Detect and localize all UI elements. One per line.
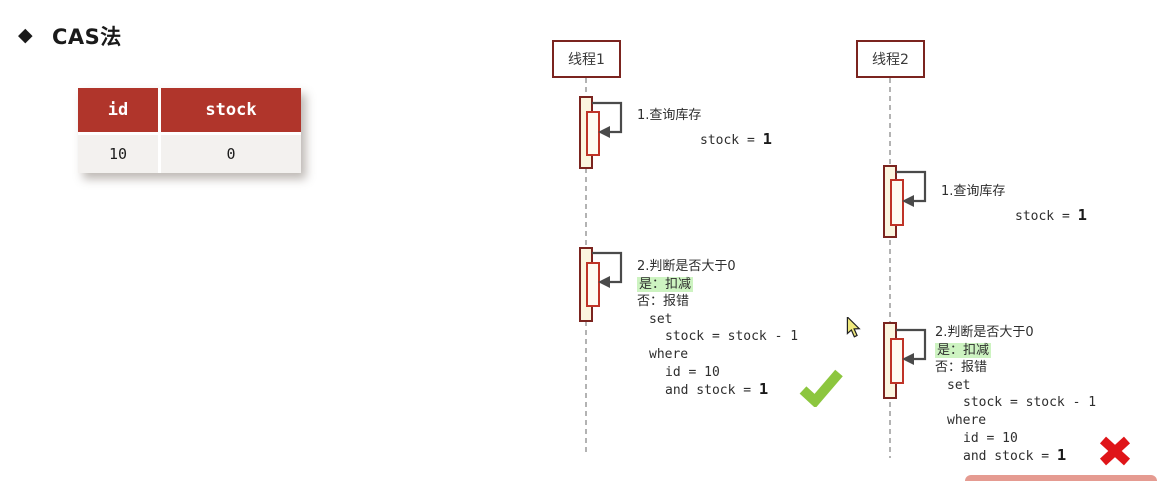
thread1-step1-text: 1.查询库存 stock = 1 bbox=[637, 104, 772, 148]
yes-highlight: 是：扣减 bbox=[637, 276, 694, 292]
thread2-step2-title: 2.判断是否大于0 bbox=[935, 325, 1034, 340]
thread1-activation2-inner bbox=[586, 262, 600, 307]
thread2-step1-code: stock = 1 bbox=[941, 206, 1087, 224]
thread2-step1-text: 1.查询库存 stock = 1 bbox=[941, 180, 1087, 224]
stock-table: id stock 10 0 bbox=[78, 88, 301, 173]
thread2-step1-code-value: 1 bbox=[1077, 206, 1087, 224]
page-title: CAS法 bbox=[52, 25, 122, 49]
failure-cross-icon bbox=[1099, 436, 1131, 466]
thread1-step2-yes: 是：扣减 bbox=[637, 276, 798, 294]
thread1-self-call-arrow-2 bbox=[592, 251, 623, 288]
thread2-activation2-inner bbox=[890, 338, 904, 384]
thread1-step1-code: stock = 1 bbox=[637, 130, 772, 148]
thread1-step1-code-prefix: stock = bbox=[700, 133, 763, 148]
thread1-step1-code-value: 1 bbox=[762, 130, 772, 148]
thread2-step2-text: 2.判断是否大于0 是：扣减 否：报错 set stock = stock - … bbox=[935, 324, 1096, 466]
thread2-sql-stock-cond: and stock = 1 bbox=[935, 446, 1096, 466]
thread2-self-call-arrow-2 bbox=[896, 328, 927, 365]
thread1-sql-id: id = 10 bbox=[665, 364, 720, 380]
thread1-step1-label: 1.查询库存 bbox=[637, 108, 702, 123]
thread1-sql-stock-cond-value: 1 bbox=[758, 380, 769, 399]
thread2-sql-assign: stock = stock - 1 bbox=[963, 395, 1097, 411]
thread2-sql-where: where bbox=[947, 412, 987, 428]
thread1-box: 线程1 bbox=[552, 40, 621, 78]
success-check-icon bbox=[799, 369, 843, 407]
table-header-id: id bbox=[78, 88, 158, 132]
title-diamond-icon: ◆ bbox=[18, 24, 33, 46]
thread2-lifeline bbox=[889, 78, 891, 458]
thread2-sql-id: id = 10 bbox=[963, 430, 1018, 446]
mouse-cursor-icon bbox=[846, 317, 861, 338]
thread1-step2-no: 否：报错 bbox=[637, 294, 690, 310]
thread2-self-call-arrow-1 bbox=[896, 170, 927, 207]
table-cell-id: 10 bbox=[78, 135, 158, 173]
thread1-step2-text: 2.判断是否大于0 是：扣减 否：报错 set stock = stock - … bbox=[637, 258, 798, 400]
thread2-sql-stock-cond-value: 1 bbox=[1056, 446, 1067, 465]
thread2-label: 线程2 bbox=[872, 52, 909, 68]
thread2-sql-stock-cond-prefix: and stock = bbox=[963, 449, 1057, 465]
table-header-stock: stock bbox=[161, 88, 301, 132]
thread1-activation1-inner bbox=[586, 111, 600, 156]
thread2-activation1-inner bbox=[890, 179, 904, 226]
bottom-partial-red-bar bbox=[965, 475, 1157, 481]
table-cell-stock: 0 bbox=[161, 135, 301, 173]
thread2-step1-code-prefix: stock = bbox=[1015, 209, 1078, 224]
thread1-label: 线程1 bbox=[568, 52, 605, 68]
thread2-sql-set: set bbox=[947, 377, 971, 393]
thread1-step2-title: 2.判断是否大于0 bbox=[637, 259, 736, 274]
thread1-sql-assign: stock = stock - 1 bbox=[665, 329, 799, 345]
thread2-step2-yes: 是：扣减 bbox=[935, 342, 1096, 360]
thread1-self-call-arrow-1 bbox=[592, 101, 623, 138]
thread1-sql-where: where bbox=[649, 346, 689, 362]
thread1-sql-stock-cond-prefix: and stock = bbox=[665, 383, 759, 399]
thread1-sql-set: set bbox=[649, 311, 673, 327]
thread2-step2-no: 否：报错 bbox=[935, 360, 988, 376]
yes-highlight: 是：扣减 bbox=[935, 342, 992, 358]
thread2-step1-label: 1.查询库存 bbox=[941, 184, 1006, 199]
thread1-sql-stock-cond: and stock = 1 bbox=[637, 380, 798, 400]
thread2-box: 线程2 bbox=[856, 40, 925, 78]
